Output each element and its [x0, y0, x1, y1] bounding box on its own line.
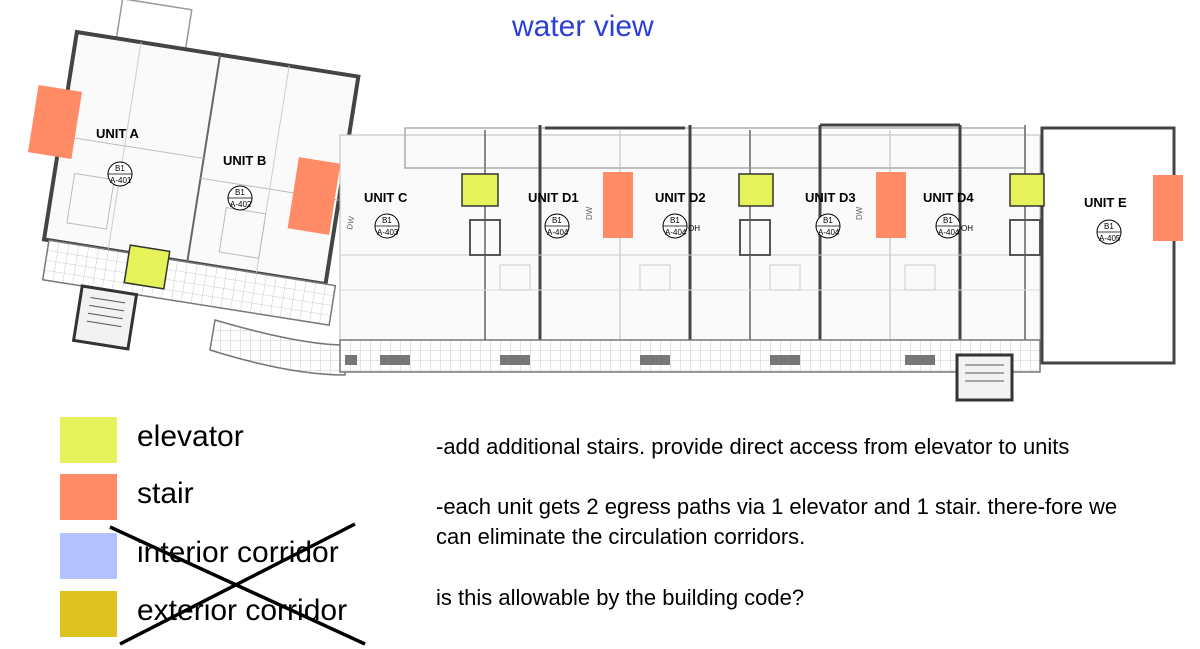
legend-exterior-corridor: exterior corridor	[60, 591, 360, 637]
tag-top: B1	[943, 216, 953, 225]
interior-corridor-swatch	[60, 533, 117, 579]
tag-bottom: A-404	[938, 228, 960, 237]
tag-bottom: A-405	[1099, 234, 1121, 243]
stair-marker	[876, 172, 906, 238]
tag-bottom: A-404	[818, 228, 840, 237]
exterior-corridor-swatch	[60, 591, 117, 637]
unit-label: UNIT B	[223, 153, 266, 168]
elevator-marker	[461, 173, 499, 207]
stair-swatch	[60, 474, 117, 520]
unit-label: UNIT C	[364, 190, 408, 205]
unit-label: UNIT D3	[805, 190, 856, 205]
curved-walkway	[209, 319, 346, 376]
west-wing	[41, 0, 361, 351]
note-question: is this allowable by the building code?	[436, 585, 805, 610]
elevator-marker	[738, 173, 774, 207]
legend-elevator: elevator	[60, 417, 360, 463]
unit-d4: UNIT D4 B1 A-404 OH	[923, 190, 974, 239]
legend-interior-corridor: interior corridor	[60, 533, 360, 579]
unit-label: UNIT D2	[655, 190, 706, 205]
diagram-title: water view	[512, 10, 654, 43]
stair-marker	[1153, 175, 1183, 241]
cross-out-mark	[109, 522, 366, 646]
elevator-marker	[1009, 173, 1045, 207]
stair-marker	[603, 172, 633, 238]
floor-plan: DW DW DW UNIT A B1 A-401 UNIT B B1 A-402	[27, 0, 1183, 402]
tag-bottom: A-403	[377, 228, 399, 237]
unit-e: UNIT E B1 A-405	[1084, 195, 1127, 245]
legend-label: elevator	[137, 420, 244, 453]
tag-top: B1	[235, 188, 245, 197]
stair-marker	[27, 84, 83, 160]
unit-label: UNIT D4	[923, 190, 974, 205]
east-wing	[339, 123, 1176, 402]
dw-label: DW	[855, 206, 864, 220]
tag-bottom: A-401	[110, 176, 132, 185]
unit-d3: UNIT D3 B1 A-404	[805, 190, 856, 239]
unit-a: UNIT A B1 A-401	[96, 126, 139, 187]
legend-label: interior corridor	[137, 536, 339, 569]
tag-bottom: A-404	[547, 228, 569, 237]
unit-label: UNIT A	[96, 126, 139, 141]
elevator-swatch	[60, 417, 117, 463]
note-egress: -each unit gets 2 egress paths via 1 ele…	[436, 494, 1118, 549]
stair-marker	[287, 157, 341, 235]
tag-top: B1	[552, 216, 562, 225]
unit-d2: UNIT D2 B1 A-404 OH	[655, 190, 706, 239]
dw-label: DW	[345, 215, 356, 230]
dw-label: DW	[585, 206, 594, 220]
elevator-marker	[123, 244, 171, 290]
tag-bottom: A-404	[665, 228, 687, 237]
unit-label: UNIT D1	[528, 190, 579, 205]
legend-stair: stair	[60, 474, 360, 520]
tag-top: B1	[1104, 222, 1114, 231]
tag-top: B1	[115, 164, 125, 173]
tag-top: B1	[823, 216, 833, 225]
unit-b: UNIT B B1 A-402	[223, 153, 266, 211]
legend-label: stair	[137, 477, 194, 510]
unit-d1: UNIT D1 B1 A-404	[528, 190, 579, 239]
tag-bottom: A-402	[230, 200, 252, 209]
tag-top: B1	[382, 216, 392, 225]
tag-top: B1	[670, 216, 680, 225]
note-add-stairs: -add additional stairs. provide direct a…	[436, 434, 1070, 459]
overhead-note: OH	[688, 224, 700, 233]
overhead-note: OH	[961, 224, 973, 233]
unit-label: UNIT E	[1084, 195, 1127, 210]
unit-c: UNIT C B1 A-403	[364, 190, 408, 239]
